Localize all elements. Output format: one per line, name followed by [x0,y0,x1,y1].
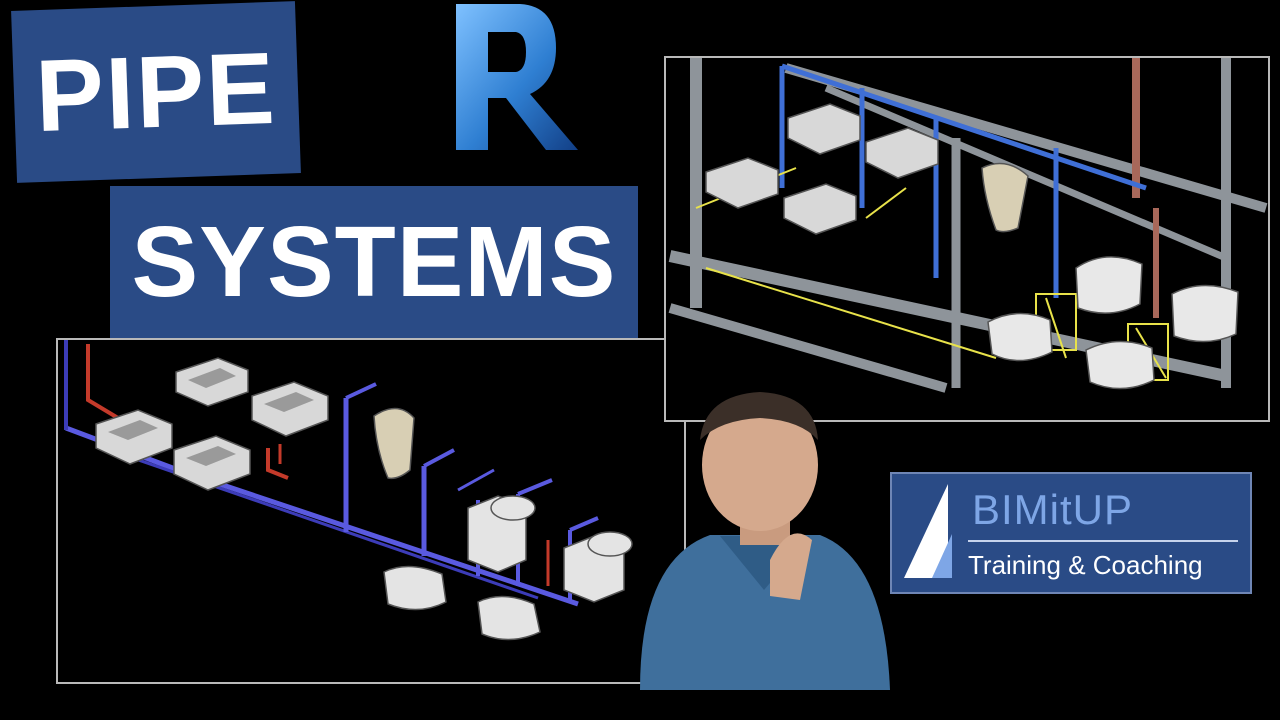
title-systems-box: SYSTEMS [110,186,638,338]
sail-logo-icon [904,484,952,578]
brand-name: BIMitUP [972,486,1134,533]
pipe-model-right-panel [664,56,1270,422]
plumbing-model-left [64,340,633,641]
bimitup-brand-box: BIMitUP Training & Coaching [890,472,1252,594]
brand-divider [968,540,1238,542]
title-systems-text: SYSTEMS [131,205,617,318]
brand-tagline: Training & Coaching [968,550,1203,580]
isometric-view-left-panel [56,338,686,684]
plumbing-model-right [668,58,1268,393]
